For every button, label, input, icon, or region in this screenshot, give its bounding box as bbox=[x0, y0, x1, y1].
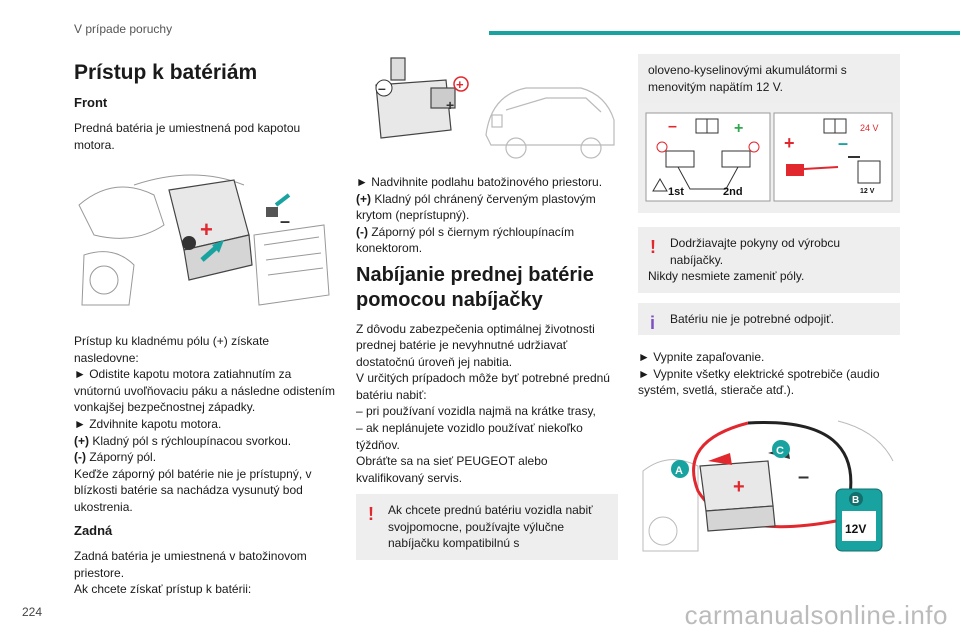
charging-para-3: Obráťte sa na sieť PEUGEOT alebo kvalifi… bbox=[356, 454, 548, 485]
access-step-2: ► Zdvihnite kapotu motora. bbox=[74, 417, 222, 432]
minus-note: Keďže záporný pól batérie nie je prístup… bbox=[74, 466, 312, 514]
charging-para-1: Z dôvodu zabezpečenia optimálnej životno… bbox=[356, 321, 595, 369]
polarity-warning-1: Dodržiavajte pokyny od výrobcu nabíjačky… bbox=[670, 236, 841, 267]
column-1: Prístup k batériám Front Predná batéria … bbox=[74, 50, 336, 604]
svg-text:–: – bbox=[280, 211, 290, 231]
rear-minus-text: Záporný pól s čiernym rýchloupínacím kon… bbox=[356, 224, 575, 256]
charger-connection-illustration: + – A C 12V B bbox=[638, 410, 900, 561]
page-number: 224 bbox=[22, 605, 43, 619]
svg-text:+: + bbox=[784, 133, 795, 153]
header-accent-bar bbox=[489, 31, 960, 35]
rear-battery-illustration: – + + bbox=[356, 50, 618, 160]
rear-plus-label: (+) bbox=[356, 191, 371, 206]
rear-plus-line: (+) Kladný pól chránený červeným plastov… bbox=[356, 191, 618, 224]
svg-text:–: – bbox=[838, 133, 848, 153]
svg-text:+: + bbox=[456, 77, 464, 92]
rear-text: Zadná batéria je umiestnená v batožinovo… bbox=[74, 549, 307, 580]
charger-diagram: – + 1st 2nd + – 24 V 12 V bbox=[638, 103, 900, 214]
info-text: Batériu nie je potrebné odpojiť. bbox=[670, 311, 834, 326]
column-2: – + + ► Nadvihnite podlahu batožinového … bbox=[356, 50, 618, 570]
running-header: V prípade poruchy bbox=[74, 22, 173, 36]
warning-icon: ! bbox=[368, 504, 374, 525]
column-3: oloveno-kyselinovými akumulátormi s meno… bbox=[638, 50, 900, 561]
plus-terminal-line: (+) Kladný pól s rýchloupínacou svorkou. bbox=[74, 433, 336, 450]
charging-para-2: V určitých prípadoch môže byť potrebné p… bbox=[356, 371, 610, 402]
warning-text: Ak chcete prednú batériu vozidla nabiť s… bbox=[388, 503, 593, 551]
charging-dash-2: – ak neplánujete vozidlo používať niekoľ… bbox=[356, 421, 583, 452]
section-title: Prístup k batériám bbox=[74, 61, 258, 84]
rear-access: Ak chcete získať prístup k batérii: bbox=[74, 582, 252, 597]
svg-text:+: + bbox=[733, 476, 745, 498]
front-heading: Front bbox=[74, 95, 108, 111]
first-step-label: 1st bbox=[668, 186, 684, 198]
minus-text: Záporný pól. bbox=[86, 450, 157, 465]
polarity-warning-2: Nikdy nesmiete zameniť póly. bbox=[648, 269, 805, 284]
minus-terminal-line: (-) Záporný pól. bbox=[74, 449, 336, 466]
charging-title: Nabíjanie prednej batérie pomocou nabíja… bbox=[356, 263, 594, 311]
access-intro: Prístup ku kladnému pólu (+) získate nas… bbox=[74, 334, 270, 365]
label-c: C bbox=[776, 445, 784, 457]
continued-text-box: oloveno-kyselinovými akumulátormi s meno… bbox=[638, 54, 900, 104]
svg-text:–: – bbox=[798, 466, 809, 488]
warning-box-polarity: ! Dodržiavajte pokyny od výrobcu nabíjač… bbox=[638, 227, 900, 293]
warning-box-charger: ! Ak chcete prednú batériu vozidla nabiť… bbox=[356, 494, 618, 560]
voltage-12-label: 12 V bbox=[860, 188, 875, 195]
watermark: carmanualsonline.info bbox=[684, 600, 948, 630]
info-icon: i bbox=[650, 312, 656, 333]
minus-label: (-) bbox=[74, 450, 86, 465]
svg-text:–: – bbox=[378, 80, 386, 96]
svg-text:+: + bbox=[734, 120, 743, 137]
svg-text:+: + bbox=[200, 217, 213, 242]
label-a: A bbox=[675, 465, 683, 477]
plus-text: Kladný pól s rýchloupínacou svorkou. bbox=[89, 433, 292, 448]
warning-icon: ! bbox=[650, 237, 656, 258]
charging-dash-1: – pri používaní vozidla najmä na krátke … bbox=[356, 404, 596, 419]
svg-text:–: – bbox=[668, 118, 677, 135]
engine-bay-illustration: + – bbox=[74, 165, 336, 316]
info-box-no-disconnect: i Batériu nie je potrebné odpojiť. bbox=[638, 302, 900, 336]
rear-minus-line: (-) Záporný pól s čiernym rýchloupínacím… bbox=[356, 224, 618, 257]
access-step-1: ► Odistite kapotu motora zatiahnutím za … bbox=[74, 367, 336, 415]
plus-label: (+) bbox=[74, 433, 89, 448]
lift-floor-step: ► Nadvihnite podlahu batožinového priest… bbox=[356, 175, 603, 189]
charger-voltage-label: 12V bbox=[845, 522, 866, 536]
label-b: B bbox=[852, 495, 859, 506]
step-consumers-off: ► Vypnite všetky elektrické spotrebiče (… bbox=[638, 366, 880, 398]
svg-text:+: + bbox=[446, 97, 454, 113]
voltage-24-label: 24 V bbox=[860, 123, 879, 133]
rear-minus-label: (-) bbox=[356, 224, 368, 239]
front-text: Predná batéria je umiestnená pod kapotou… bbox=[74, 121, 301, 152]
rear-plus-text: Kladný pól chránený červeným plastovým k… bbox=[356, 191, 596, 223]
step-ignition-off: ► Vypnite zapaľovanie. bbox=[638, 350, 765, 365]
rear-heading: Zadná bbox=[74, 523, 113, 539]
continued-text: oloveno-kyselinovými akumulátormi s meno… bbox=[648, 63, 847, 94]
second-step-label: 2nd bbox=[723, 186, 743, 198]
